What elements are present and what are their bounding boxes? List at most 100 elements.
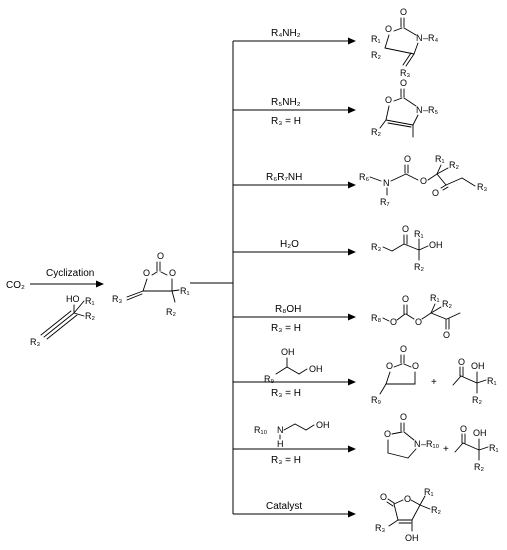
- p8-o-carbonyl: O: [380, 492, 387, 502]
- branch-arrow-5: [233, 313, 356, 321]
- p3-o-carbonyl: O: [404, 154, 411, 164]
- p4-r1: R₁: [414, 229, 424, 239]
- p3-n: N: [383, 178, 390, 188]
- p7-plus: +: [443, 444, 449, 455]
- p8-r1: R₁: [424, 487, 434, 497]
- amino-n: N: [277, 425, 284, 435]
- reactant-r1: R₁: [85, 296, 95, 306]
- p5-o1: O: [390, 317, 397, 327]
- p8-r2: R₂: [431, 505, 441, 515]
- p2-n: N: [416, 105, 423, 115]
- p5-o-ketone: O: [443, 330, 450, 340]
- p7-o-carbonyl: O: [400, 412, 407, 422]
- amino-oh: OH: [316, 420, 330, 430]
- product-6-hydroxyketone: O OH R₁ R₂: [452, 357, 497, 405]
- p4-r3: R₃: [371, 242, 381, 252]
- branch-arrow-3: [233, 181, 356, 189]
- p2-o-ring: O: [385, 95, 392, 105]
- p7-r2: R₂: [474, 462, 484, 472]
- p3-r2: R₂: [449, 160, 459, 170]
- intermediate-r2: R₂: [166, 307, 176, 317]
- p5-o-carbonyl: O: [402, 294, 409, 304]
- diol-r9: R₉: [264, 374, 274, 384]
- p5-o3: O: [415, 317, 422, 327]
- p6-o-ring1: O: [386, 361, 393, 371]
- branch-arrow-1: [233, 37, 356, 45]
- diol-reagent: OH OH R₉: [264, 347, 323, 384]
- p1-r2: R₂: [371, 50, 381, 60]
- p7-o-ketone: O: [460, 424, 467, 434]
- branch-8-reagent: Catalyst: [266, 501, 302, 512]
- product-1-oxazolidinone: O O N –R₄ R₁ R₂ R₃: [371, 7, 439, 78]
- p2-o-carbonyl: O: [400, 78, 407, 88]
- branch-arrow-2: [233, 106, 356, 114]
- p6-r1: R₁: [487, 376, 497, 386]
- p4-oh: OH: [429, 240, 443, 250]
- p4-o-ketone: O: [402, 224, 409, 234]
- reactant-r2: R₂: [85, 311, 95, 321]
- branch-arrow-6: [233, 378, 356, 386]
- p6-plus: +: [431, 377, 437, 388]
- branch-5-reagent: R₈OH: [275, 304, 301, 315]
- p2-r2: R₂: [371, 127, 381, 137]
- p8-o-ring: O: [404, 494, 411, 504]
- cyclization-label: Cyclization: [46, 268, 94, 279]
- product-7-hydroxyketone: O OH R₁ R₂: [454, 424, 499, 472]
- co2-label: CO₂: [6, 280, 25, 291]
- product-7-oxazolidinone: O O N –R₁₀: [384, 412, 440, 459]
- p3-r6: R₆: [359, 172, 369, 182]
- branch-1-reagent: R₄NH₂: [271, 28, 301, 39]
- p6-r9: R₉: [371, 395, 381, 405]
- propargylic-alcohol: HO R₁ R₂ R₃: [30, 294, 95, 347]
- product-2-oxazolone: O O N –R₅ R₂: [371, 78, 439, 138]
- p7-n: N: [414, 439, 421, 449]
- product-3-carbamate: O R₆ N R₇ O R₁ R₂ O R₃: [359, 154, 487, 207]
- p8-oh: OH: [405, 533, 419, 543]
- branch-6-condition: R₃ = H: [271, 388, 301, 399]
- branch-arrow-8: [233, 510, 356, 518]
- aminoalcohol-reagent: R₁₀ N OH H: [254, 420, 330, 449]
- product-8-furanone: O O R₁ R₂ R₃ OH: [375, 487, 441, 543]
- p3-o-ester: O: [420, 176, 427, 186]
- p6-o-ring2: O: [412, 361, 419, 371]
- branch-arrow-4: [233, 248, 356, 256]
- product-5-carbonate: R₈ O O O R₁ R₂ O: [371, 293, 461, 340]
- product-4-hydroxyketone: R₃ O R₁ OH R₂: [371, 224, 443, 272]
- branch-3-reagent: R₆R₇NH: [266, 172, 302, 183]
- p8-r3: R₃: [375, 523, 385, 533]
- cyclic-carbonate-intermediate: O O O R₃ R₁ R₂: [112, 251, 190, 317]
- p5-r8: R₈: [371, 313, 381, 323]
- p6-oh: OH: [471, 361, 485, 371]
- p3-r3: R₃: [477, 182, 487, 192]
- p1-o-carbonyl: O: [400, 7, 407, 17]
- branch-2-condition: R₃ = H: [271, 116, 301, 127]
- diol-oh2: OH: [309, 364, 323, 374]
- diol-oh1: OH: [281, 347, 295, 357]
- intermediate-o-ring1: O: [143, 268, 150, 278]
- branch-4-reagent: H₂O: [280, 239, 299, 250]
- p5-r1: R₁: [430, 293, 440, 303]
- p6-r2: R₂: [472, 395, 482, 405]
- p1-o-ring: O: [385, 24, 392, 34]
- p1-r1: R₁: [371, 34, 381, 44]
- intermediate-r3: R₃: [112, 294, 122, 304]
- p6-o-ketone: O: [458, 357, 465, 367]
- p7-o-ring: O: [384, 429, 391, 439]
- p5-r2: R₂: [442, 299, 452, 309]
- reactant-ho: HO: [66, 294, 80, 304]
- p3-r7: R₇: [380, 197, 390, 207]
- p2-r5: –R₅: [423, 105, 439, 115]
- branch-2-reagent: R₅NH₂: [271, 97, 301, 108]
- p7-r1: R₁: [489, 443, 499, 453]
- p1-r3: R₃: [400, 68, 410, 78]
- amino-r10: R₁₀: [254, 425, 268, 435]
- branch-5-condition: R₃ = H: [271, 323, 301, 334]
- product-6-cyclic-carbonate: O O O R₉: [371, 344, 419, 405]
- p6-o-carbonyl: O: [400, 344, 407, 354]
- amino-h: H: [277, 439, 284, 449]
- p1-r4: –R₄: [423, 33, 439, 43]
- p1-n: N: [416, 33, 423, 43]
- p7-oh: OH: [473, 428, 487, 438]
- branch-arrow-7: [233, 445, 356, 453]
- p3-r1: R₁: [435, 154, 445, 164]
